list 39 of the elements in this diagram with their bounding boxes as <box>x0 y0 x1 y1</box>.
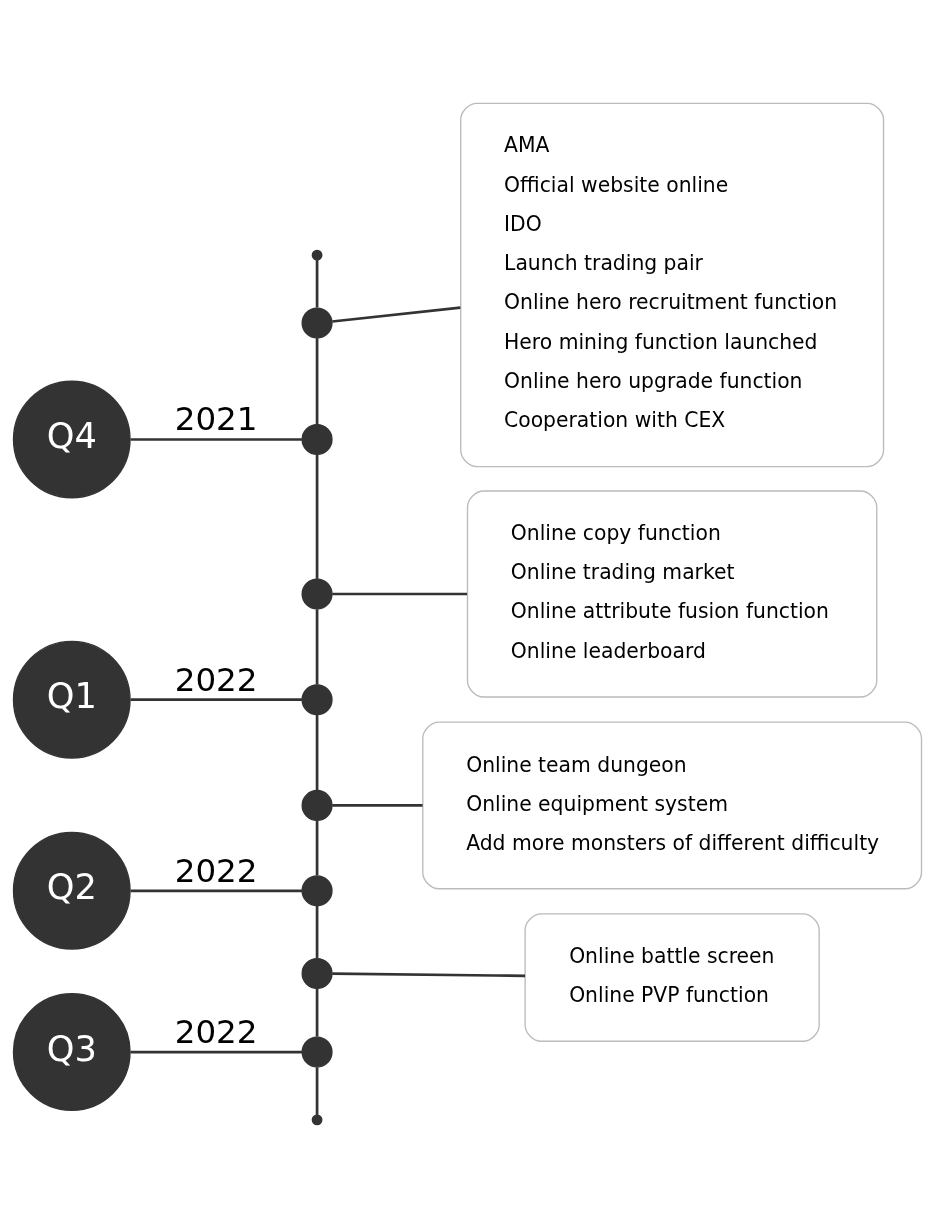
edge-label: 2021 <box>174 400 258 439</box>
node-box: Online battle screen Online PVP function <box>524 913 820 1042</box>
edge-label: 2022 <box>174 660 258 699</box>
connector <box>130 889 303 893</box>
node-circle <box>301 875 333 907</box>
node-circle: Q1 <box>12 640 131 759</box>
connector <box>315 988 319 1037</box>
connector <box>130 1050 303 1054</box>
connector <box>332 804 423 807</box>
edge-label: 2022 <box>174 851 258 890</box>
node-circle <box>301 789 333 821</box>
node-circle: Q2 <box>12 831 131 950</box>
connector <box>315 338 319 425</box>
node-circle <box>311 249 323 261</box>
connector <box>315 714 319 791</box>
connector <box>315 906 319 958</box>
connector <box>315 820 319 876</box>
node-circle <box>311 1114 323 1126</box>
node-circle <box>301 957 333 990</box>
connector <box>130 438 303 441</box>
connector <box>332 972 526 978</box>
node-circle: Q4 <box>12 380 131 499</box>
connector <box>332 592 468 596</box>
node-circle <box>301 684 333 716</box>
connector <box>130 698 303 702</box>
connector <box>315 260 319 308</box>
connector <box>332 306 461 323</box>
node-circle <box>301 1036 333 1068</box>
node-circle <box>301 307 333 339</box>
node-circle <box>301 578 333 610</box>
connector <box>315 609 319 685</box>
connector <box>315 454 319 579</box>
connector <box>315 1067 319 1116</box>
node-box: AMA Official website online IDO Launch trading pair Online hero recruitment function Hero mining function launched Online hero upgrade function Cooperation with CEX <box>460 102 885 468</box>
edge-label: 2022 <box>174 1012 258 1051</box>
node-circle <box>301 423 333 456</box>
node-box: Online copy function Online trading market Online attribute fusion function Online leaderboard <box>466 490 878 698</box>
node-box: Online team dungeon Online equipment system Add more monsters of different difficulty <box>422 721 923 890</box>
node-circle: Q3 <box>12 993 131 1112</box>
